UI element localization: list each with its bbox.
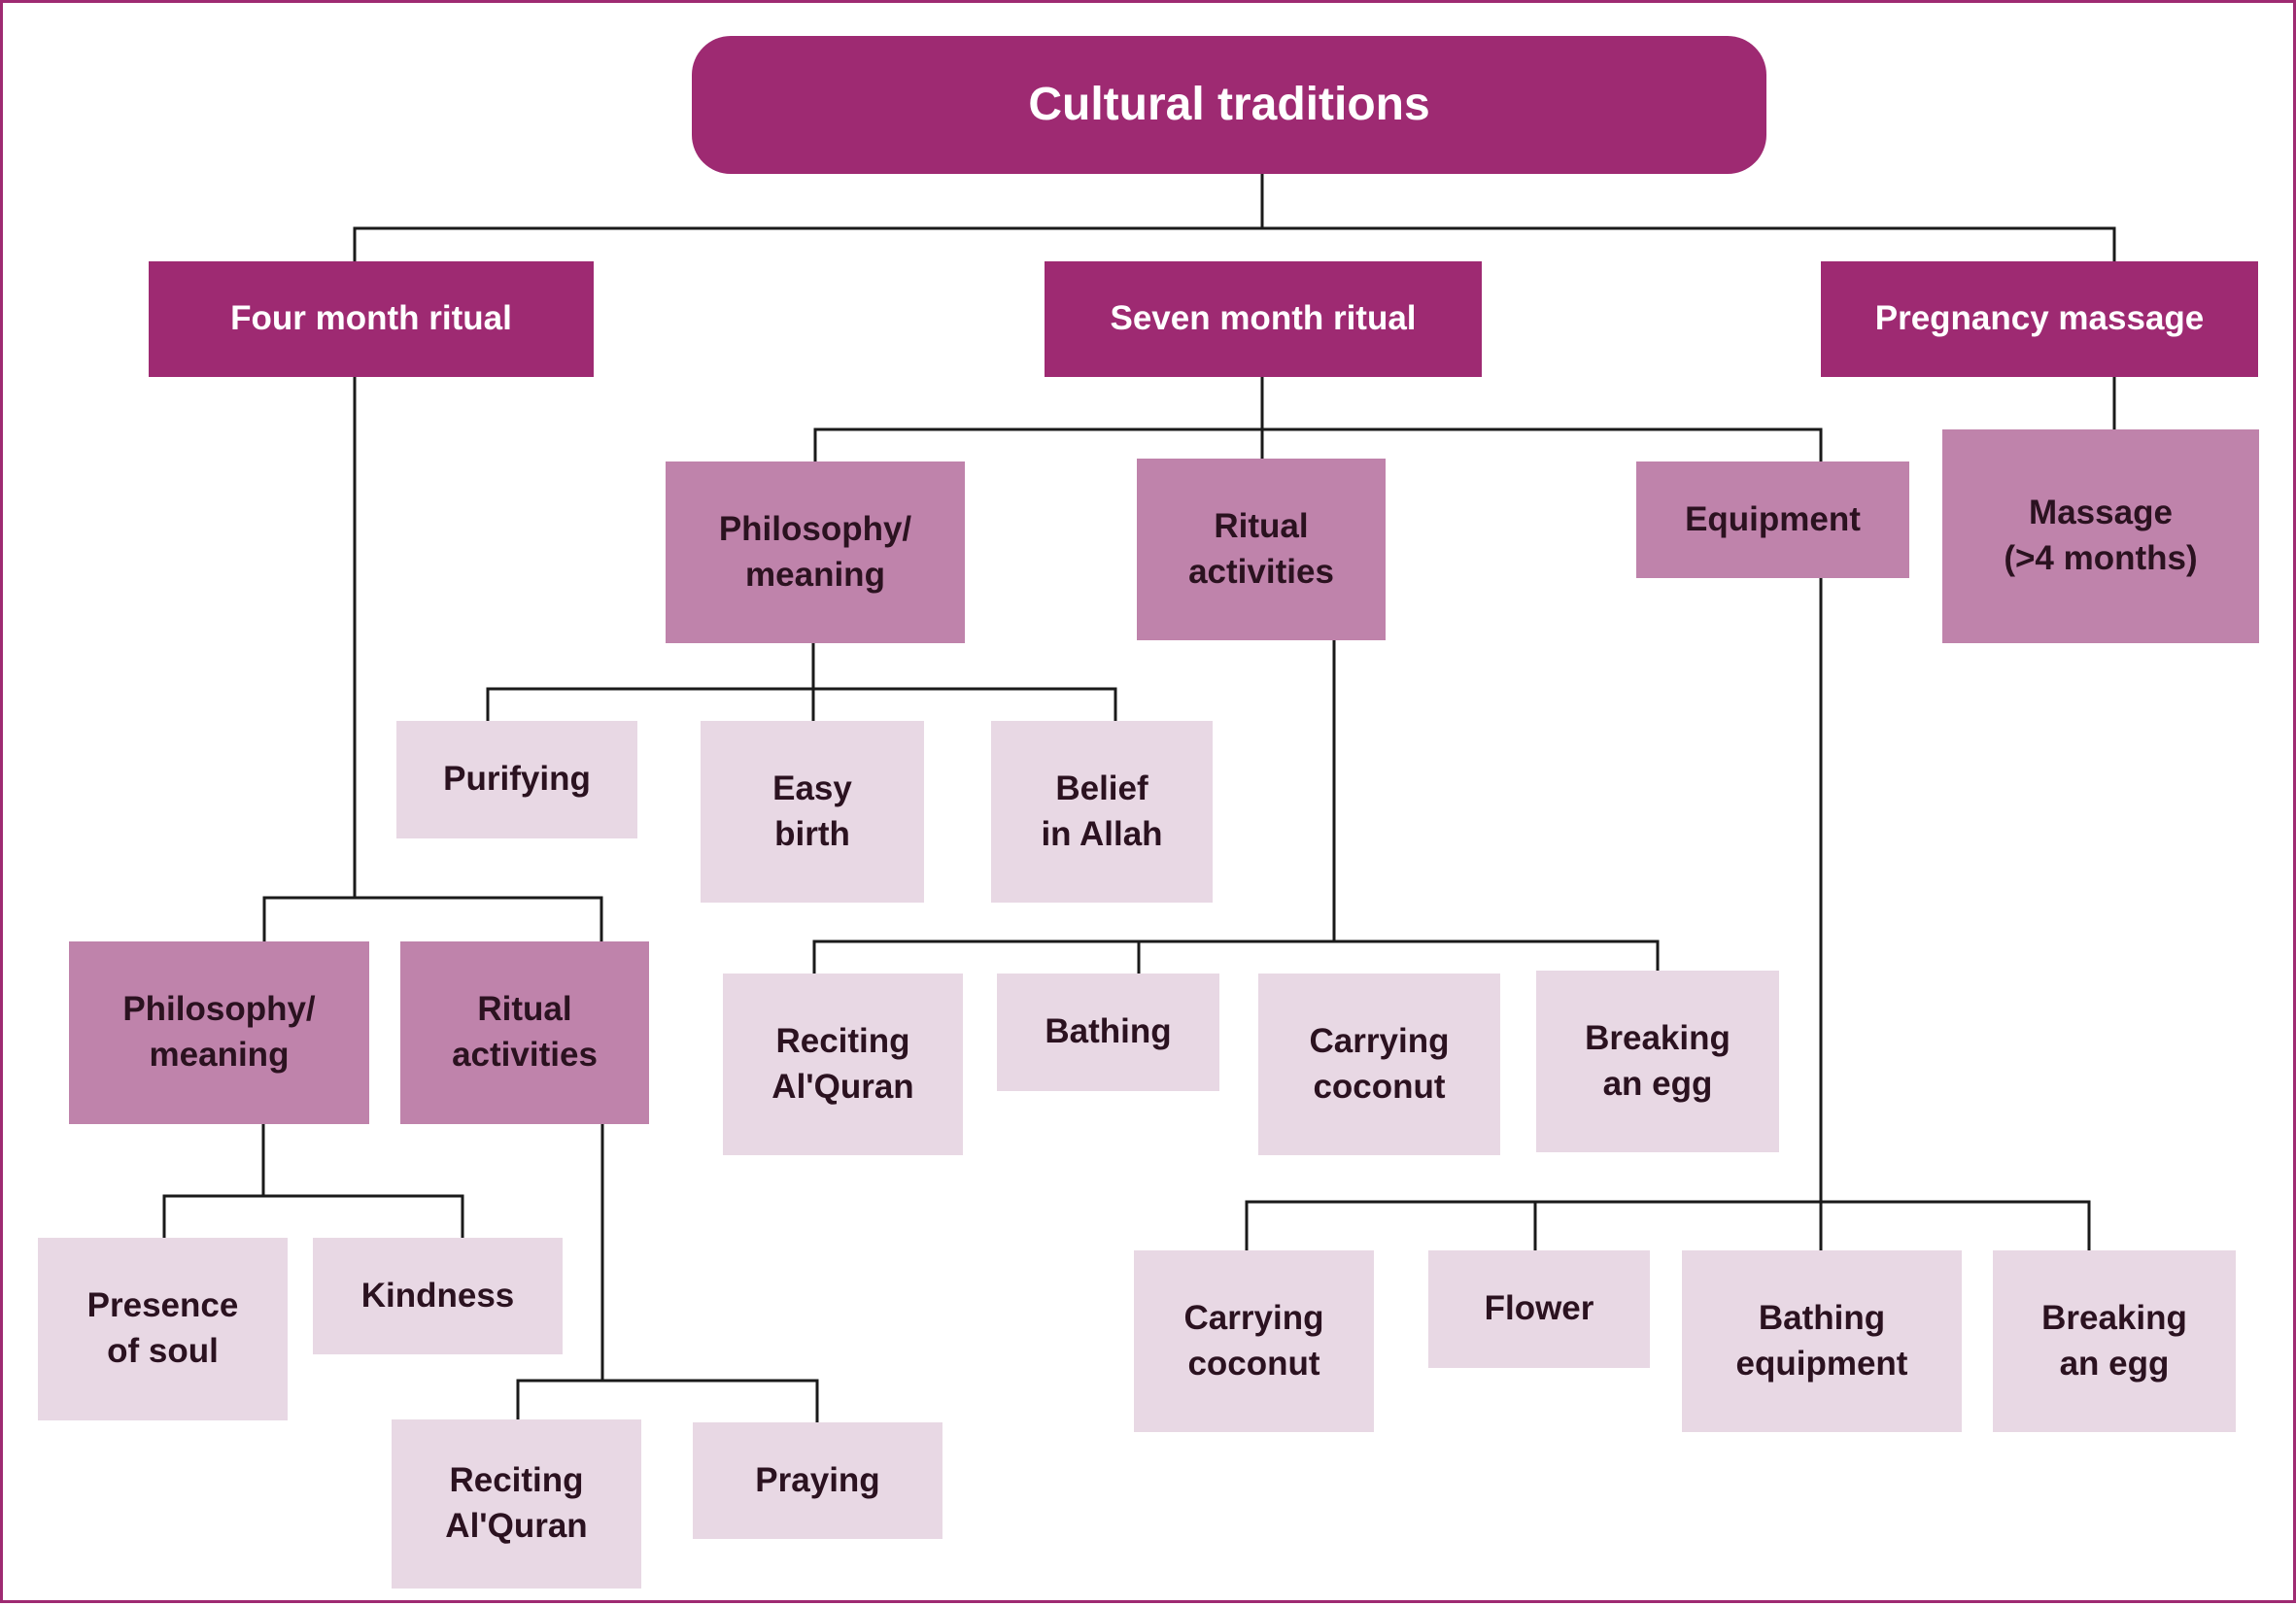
massage-node: Massage (>4 months) <box>1942 429 2259 643</box>
equip-breaking-egg-node: Breaking an egg <box>1993 1250 2236 1432</box>
connector-lines <box>162 172 2116 1424</box>
belief-in-allah-node: Belief in Allah <box>991 721 1213 903</box>
root-node: Cultural traditions <box>692 36 1766 174</box>
seven-breaking-egg-node: Breaking an egg <box>1536 971 1779 1152</box>
four-philosophy-node: Philosophy/ meaning <box>69 941 369 1124</box>
seven-equipment-node: Equipment <box>1636 461 1909 578</box>
presence-of-soul-node: Presence of soul <box>38 1238 288 1420</box>
seven-bathing-node: Bathing <box>997 974 1219 1091</box>
praying-node: Praying <box>693 1422 942 1539</box>
seven-month-ritual-node: Seven month ritual <box>1045 261 1482 377</box>
pregnancy-massage-node: Pregnancy massage <box>1821 261 2258 377</box>
kindness-node: Kindness <box>313 1238 563 1354</box>
seven-ritual-activities-node: Ritual activities <box>1137 459 1386 640</box>
equip-bathing-equipment-node: Bathing equipment <box>1682 1250 1962 1432</box>
four-ritual-activities-node: Ritual activities <box>400 941 649 1124</box>
seven-carrying-coconut-node: Carrying coconut <box>1258 974 1500 1155</box>
equip-carrying-coconut-node: Carrying coconut <box>1134 1250 1374 1432</box>
four-month-ritual-node: Four month ritual <box>149 261 594 377</box>
easy-birth-node: Easy birth <box>701 721 924 903</box>
seven-reciting-node: Reciting Al'Quran <box>723 974 963 1155</box>
four-reciting-node: Reciting Al'Quran <box>392 1419 641 1589</box>
purifying-node: Purifying <box>396 721 637 838</box>
seven-philosophy-node: Philosophy/ meaning <box>666 461 965 643</box>
equip-flower-node: Flower <box>1428 1250 1650 1368</box>
